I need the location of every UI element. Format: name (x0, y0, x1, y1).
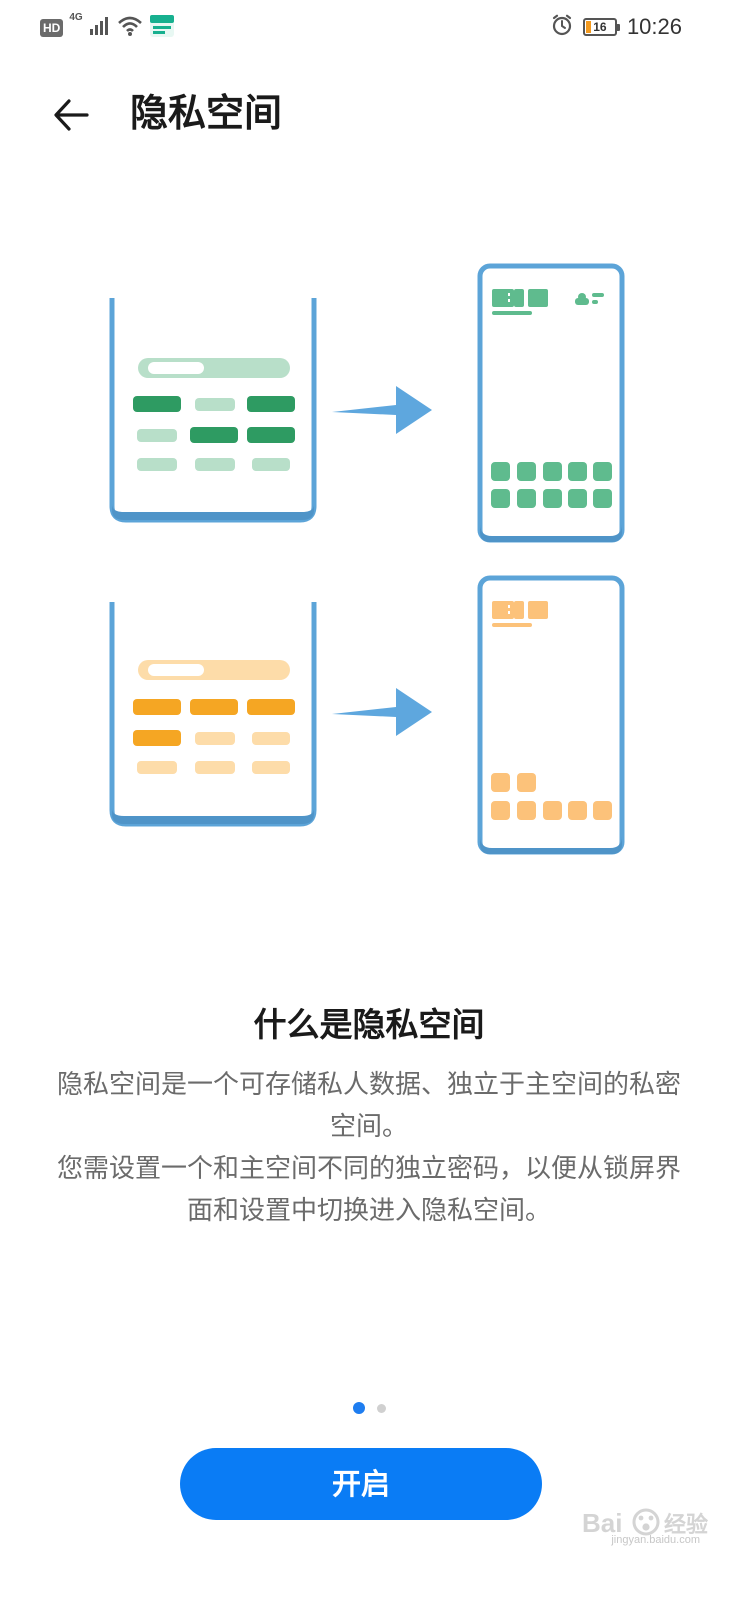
status-time: 10:26 (626, 14, 682, 39)
enable-button[interactable]: 开启 (180, 1448, 542, 1520)
battery-level: 16 (593, 20, 607, 34)
status-bar-left: HD 4G (40, 12, 175, 42)
wifi-icon (117, 15, 143, 41)
battery-icon: 16 (582, 18, 620, 36)
status-bar: HD 4G (0, 0, 738, 56)
private-space-phone-illustration (477, 263, 625, 543)
network-type-label: 4G (69, 12, 83, 23)
app-notification-icon (149, 14, 175, 42)
signal-icon (89, 15, 111, 41)
private-space-phone-illustration-orange (477, 575, 625, 855)
svg-text:Bai: Bai (582, 1508, 622, 1538)
page-title: 隐私空间 (130, 91, 283, 135)
info-description-paragraph: 您需设置一个和主空间不同的独立密码，以便从锁屏界面和设置中切换进入隐私空间。 (56, 1154, 681, 1226)
back-button[interactable] (40, 84, 102, 146)
alarm-icon (551, 14, 573, 40)
info-title: 什么是隐私空间 (253, 1005, 485, 1044)
private-space-illustration (0, 240, 738, 884)
info-description-paragraph: 隐私空间是一个可存储私人数据、独立于主空间的私密空间。 (56, 1070, 681, 1142)
app-header: 隐私空间 (0, 70, 738, 160)
status-bar-right: 16 10:26 (551, 12, 682, 42)
back-arrow-icon (54, 99, 89, 131)
watermark-url: jingyan.baidu.com (611, 1534, 700, 1546)
battery-fill (585, 21, 591, 33)
main-space-phone-illustration-orange (109, 602, 317, 827)
page-indicator (0, 1402, 738, 1414)
hd-badge: HD (40, 19, 64, 37)
page-dot (376, 1403, 386, 1413)
baidu-jingyan-watermark: Bai 经验 jingyan.baidu.com (578, 1500, 718, 1560)
arrow-icon (332, 386, 432, 434)
main-space-phone-illustration (109, 298, 317, 523)
info-description: 隐私空间是一个可存储私人数据、独立于主空间的私密空间。 您需设置一个和主空间不同… (50, 1064, 688, 1232)
arrow-icon (332, 688, 432, 736)
page-dot-active (352, 1402, 365, 1414)
svg-text:经验: 经验 (664, 1512, 708, 1538)
